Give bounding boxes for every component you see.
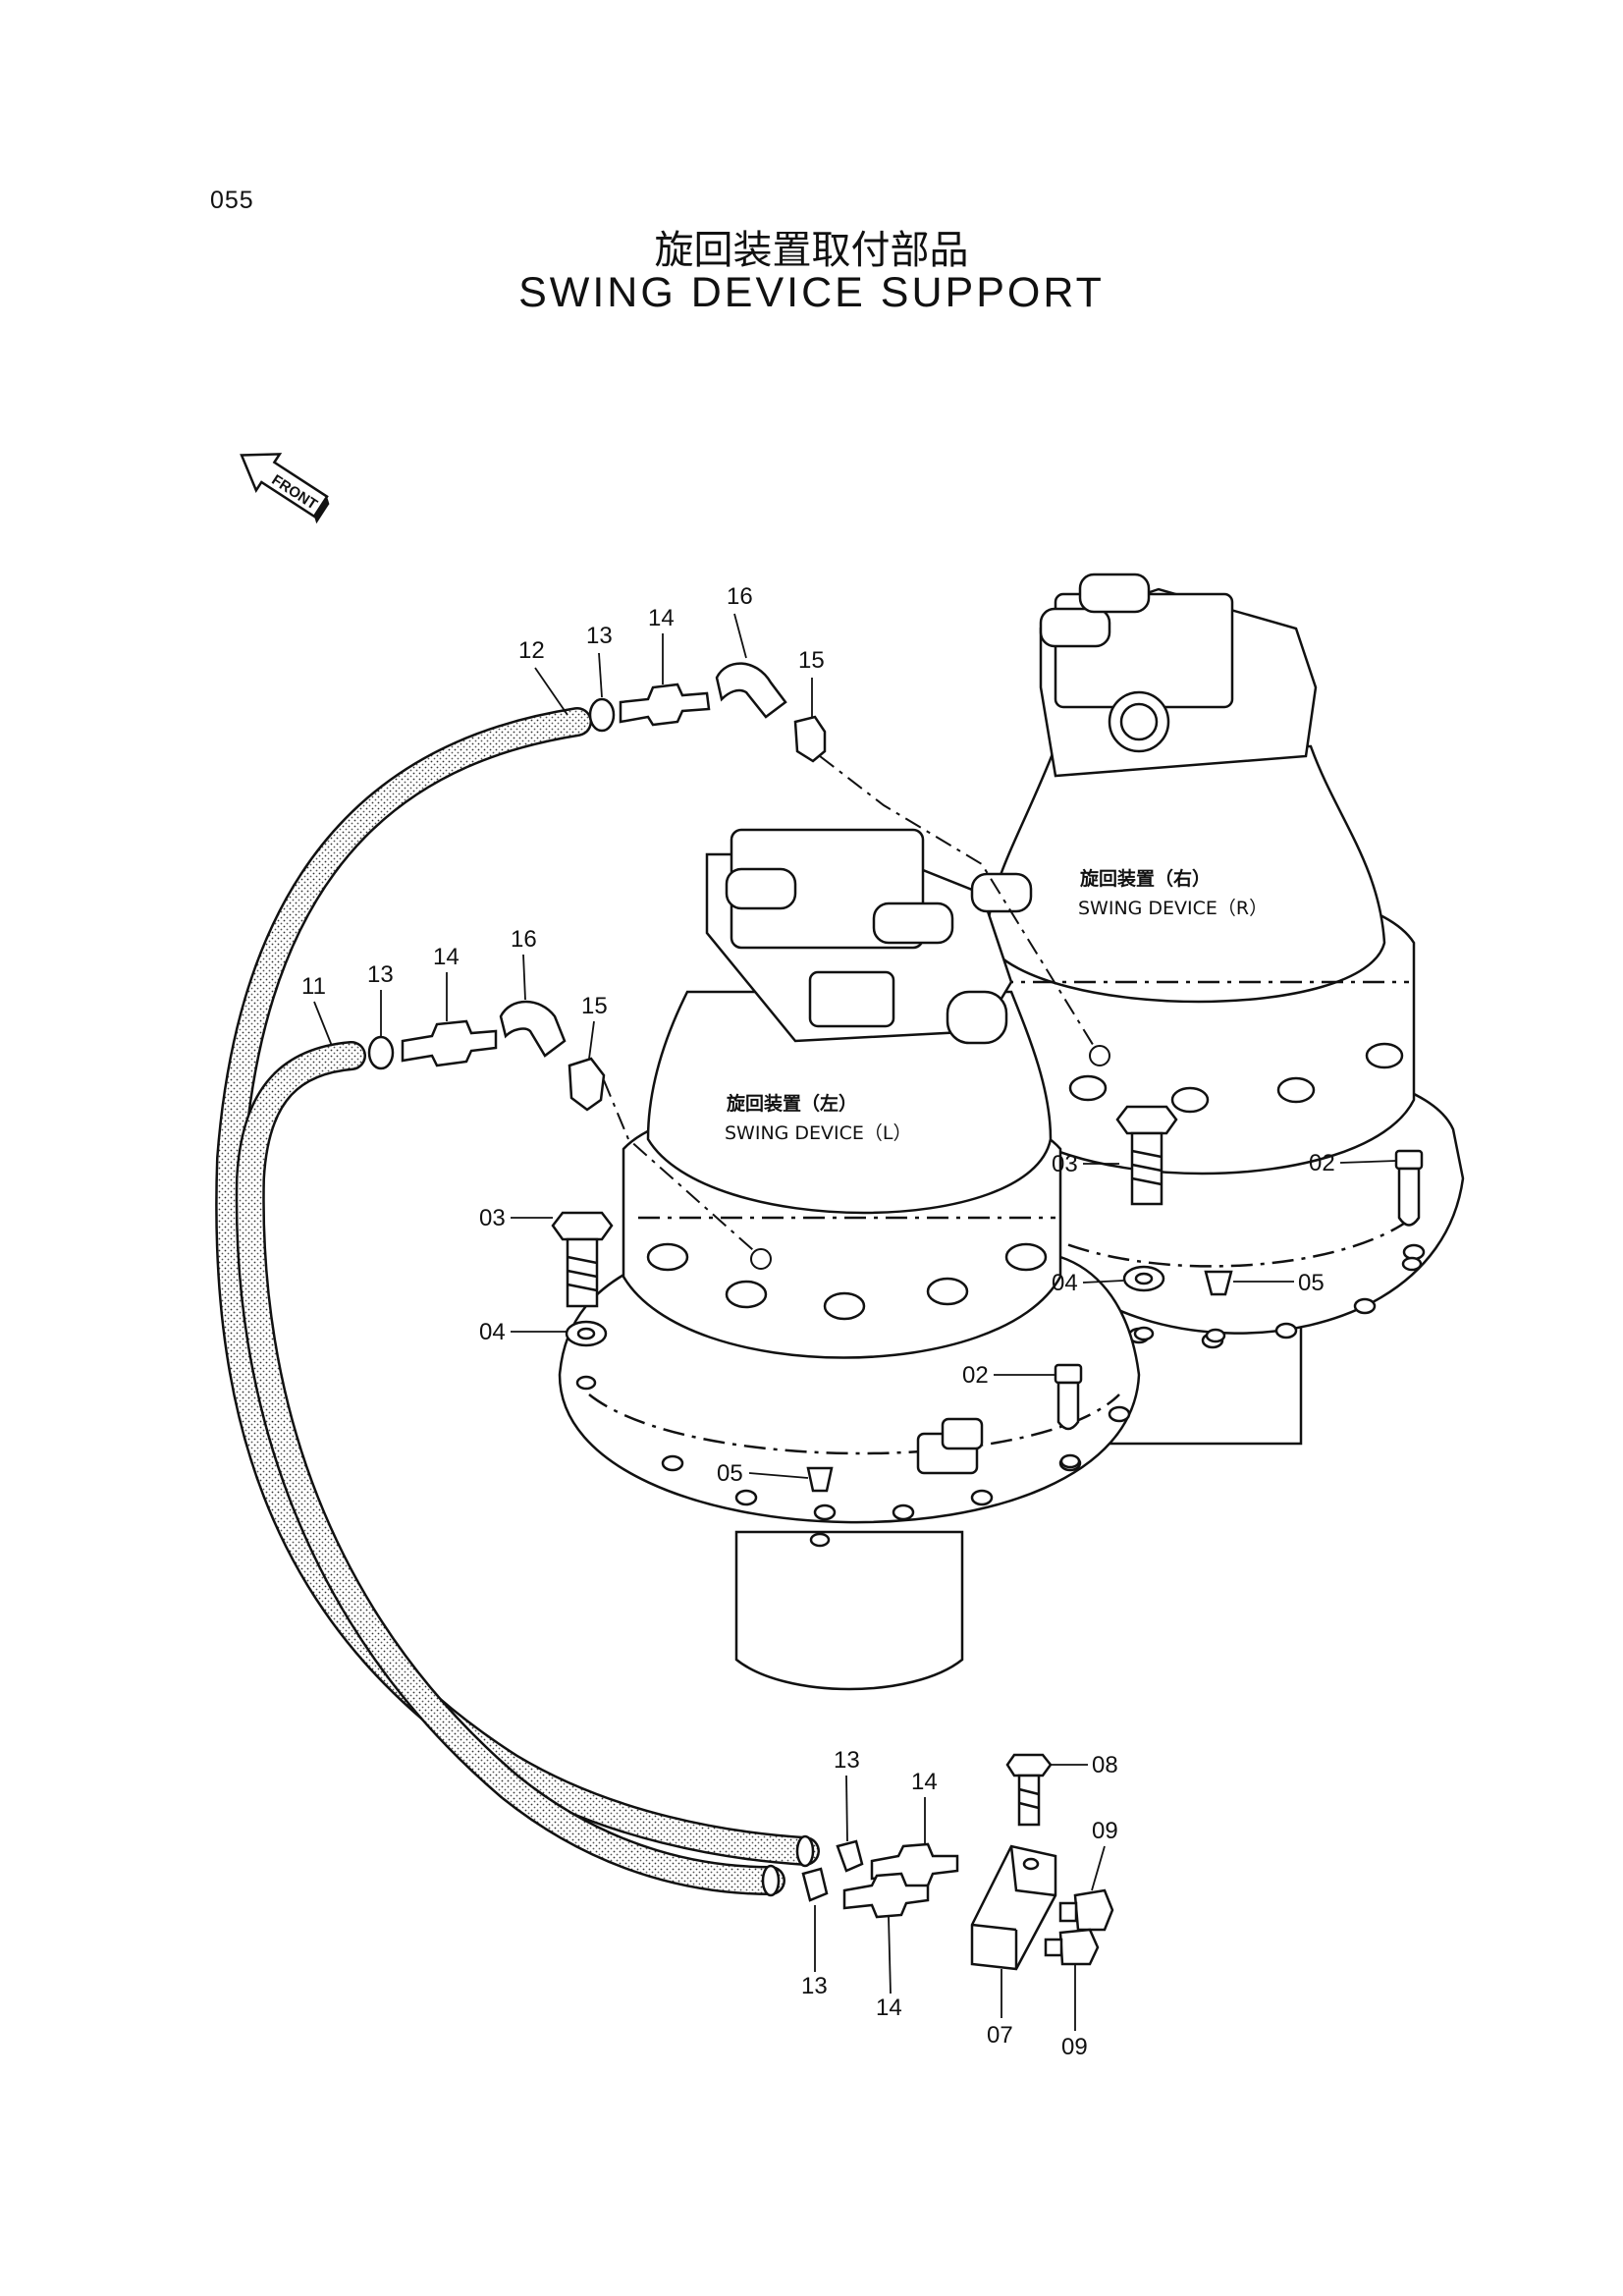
callout-14-lower-b: 14 xyxy=(876,1995,902,2021)
callout-04-right: 04 xyxy=(1052,1270,1078,1296)
plug-09-lower xyxy=(1058,1928,1100,1966)
lower-block-assembly xyxy=(801,1753,1114,1971)
callout-11: 11 xyxy=(301,973,326,1000)
pin-02-right xyxy=(1394,1149,1424,1171)
callout-09-upper: 09 xyxy=(1092,1818,1118,1844)
plug-09-upper xyxy=(1073,1888,1114,1932)
callout-08: 08 xyxy=(1092,1752,1118,1778)
page-number: 055 xyxy=(210,187,254,214)
plug-05-left xyxy=(806,1466,834,1493)
callout-09-lower: 09 xyxy=(1061,2034,1088,2060)
callout-07: 07 xyxy=(987,2022,1013,2049)
pin-02-left xyxy=(1054,1363,1083,1385)
connector-15-upper xyxy=(793,715,827,763)
title-english: SWING DEVICE SUPPORT xyxy=(518,269,1105,316)
swing-device-right xyxy=(985,573,1465,1446)
clamp-13-lower-b xyxy=(801,1867,829,1902)
callout-15-upper: 15 xyxy=(798,647,825,674)
title-japanese: 旋回装置取付部品 xyxy=(654,228,969,273)
front-arrow-icon: FRONT xyxy=(240,453,330,524)
callout-16-mid: 16 xyxy=(511,926,537,953)
device-right-en: SWING DEVICE（R） xyxy=(1078,898,1268,919)
callout-12: 12 xyxy=(518,637,545,664)
elbow-16-upper xyxy=(715,662,787,719)
device-left-en: SWING DEVICE（L） xyxy=(725,1122,912,1144)
clamp-13-lower-a xyxy=(836,1839,864,1873)
callout-02-right: 02 xyxy=(1309,1150,1335,1176)
callout-15-mid: 15 xyxy=(581,993,608,1019)
callout-04-left: 04 xyxy=(479,1319,506,1345)
callout-14-lower-a: 14 xyxy=(911,1769,938,1795)
callout-05-right: 05 xyxy=(1298,1270,1325,1296)
callout-13-mid: 13 xyxy=(367,961,394,988)
callout-14-upper: 14 xyxy=(648,605,675,631)
callout-14-mid: 14 xyxy=(433,944,460,970)
left-cone xyxy=(646,990,1053,1215)
hose-12 xyxy=(215,707,820,1866)
clamp-13-mid xyxy=(367,1035,395,1070)
callout-05-left: 05 xyxy=(717,1460,743,1487)
callout-13-upper: 13 xyxy=(586,623,613,649)
middle-fittings xyxy=(367,1000,606,1112)
upper-fittings xyxy=(588,662,827,763)
callout-02-left: 02 xyxy=(962,1362,989,1389)
device-left-jp: 旋回装置（左） xyxy=(726,1092,857,1115)
callout-03-right: 03 xyxy=(1052,1151,1078,1177)
connector-15-mid xyxy=(568,1057,606,1112)
device-right-jp: 旋回装置（右） xyxy=(1079,867,1211,890)
leader-lines xyxy=(313,613,1397,2031)
callout-13-lower-b: 13 xyxy=(801,1973,828,1999)
bolt-03-left xyxy=(551,1211,614,1241)
bolt-08 xyxy=(1005,1753,1053,1777)
left-shaft xyxy=(734,1530,964,1691)
clamp-13-upper xyxy=(588,697,616,733)
plug-05-right xyxy=(1204,1270,1233,1296)
swing-device-left xyxy=(558,828,1141,1691)
hose-11 xyxy=(235,1041,785,1895)
callout-16-upper: 16 xyxy=(727,583,753,610)
adapter-14-upper xyxy=(619,683,711,727)
hardware xyxy=(551,1105,1424,1548)
adapter-14-lower-b xyxy=(842,1872,930,1919)
bolt-03-right xyxy=(1115,1105,1178,1135)
elbow-16-mid xyxy=(499,1000,567,1058)
callout-03-left: 03 xyxy=(479,1205,506,1231)
adapter-14-mid xyxy=(401,1019,498,1067)
callout-13-lower-a: 13 xyxy=(834,1747,860,1774)
assembly-lines xyxy=(603,755,1101,1258)
